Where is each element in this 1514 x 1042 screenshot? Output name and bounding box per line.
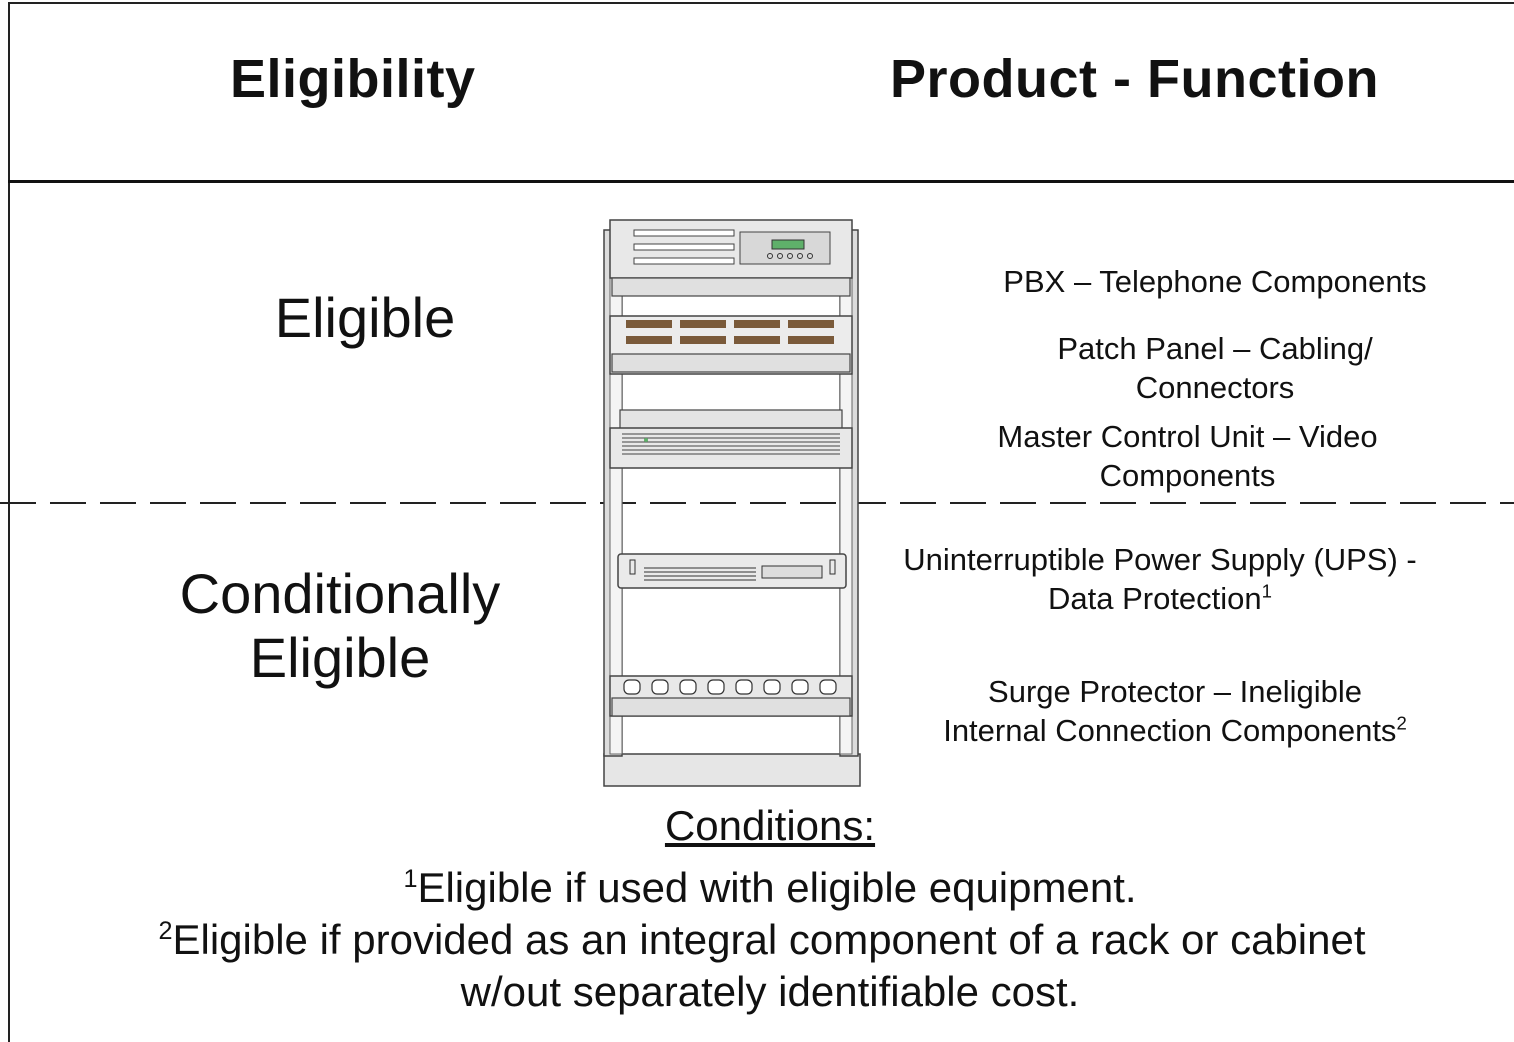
product-function-header: Product - Function xyxy=(890,49,1379,109)
header-divider xyxy=(8,180,1514,183)
condition-note-1-text: Eligible if used with eligible equipment… xyxy=(417,864,1137,911)
function-ups-line1: Uninterruptible Power Supply (UPS) - xyxy=(903,542,1417,577)
function-patch-panel-line1: Patch Panel – Cabling/ xyxy=(1057,331,1373,366)
function-ups-line2-wrap: Data Protection1 xyxy=(850,579,1470,618)
condition-note-2-continued: w/out separately identifiable cost. xyxy=(460,968,1080,1015)
function-master-control-line1: Master Control Unit – Video xyxy=(997,419,1378,454)
function-master-control: Master Control Unit – Video Components xyxy=(900,417,1475,495)
diagram-frame xyxy=(8,2,1514,1042)
condition-note-1-marker: 1 xyxy=(403,865,418,893)
conditionally-label-line1: Conditionally xyxy=(179,562,501,625)
eligible-label: Eligible xyxy=(274,286,456,349)
function-ups: Uninterruptible Power Supply (UPS) - Dat… xyxy=(850,540,1470,618)
function-patch-panel: Patch Panel – Cabling/ Connectors xyxy=(930,329,1500,407)
condition-note-2-text: Eligible if provided as an integral comp… xyxy=(172,916,1366,963)
function-ups-footnote: 1 xyxy=(1261,580,1272,602)
function-master-control-line2: Components xyxy=(1099,458,1276,493)
condition-note-1: 1Eligible if used with eligible equipmen… xyxy=(0,862,1514,914)
function-surge-line2: Internal Connection Components xyxy=(943,713,1397,748)
function-ups-line2: Data Protection xyxy=(1047,581,1262,616)
function-pbx: PBX – Telephone Components xyxy=(930,262,1500,301)
condition-note-2-marker: 2 xyxy=(158,917,173,945)
condition-note-2: 2Eligible if provided as an integral com… xyxy=(0,914,1514,966)
function-pbx-line1: PBX – Telephone Components xyxy=(1003,264,1427,299)
function-patch-panel-line2: Connectors xyxy=(1135,370,1295,405)
conditionally-eligible-label: Conditionally Eligible xyxy=(140,562,540,690)
function-surge-protector: Surge Protector – Ineligible Internal Co… xyxy=(880,672,1470,750)
eligibility-header: Eligibility xyxy=(230,49,476,109)
function-surge-line1: Surge Protector – Ineligible xyxy=(988,674,1362,709)
conditions-title: Conditions: xyxy=(664,802,876,849)
function-surge-line2-wrap: Internal Connection Components2 xyxy=(880,711,1470,750)
function-surge-footnote: 2 xyxy=(1396,712,1407,734)
equipment-rack-icon xyxy=(603,219,861,787)
conditionally-label-line2: Eligible xyxy=(249,626,431,689)
